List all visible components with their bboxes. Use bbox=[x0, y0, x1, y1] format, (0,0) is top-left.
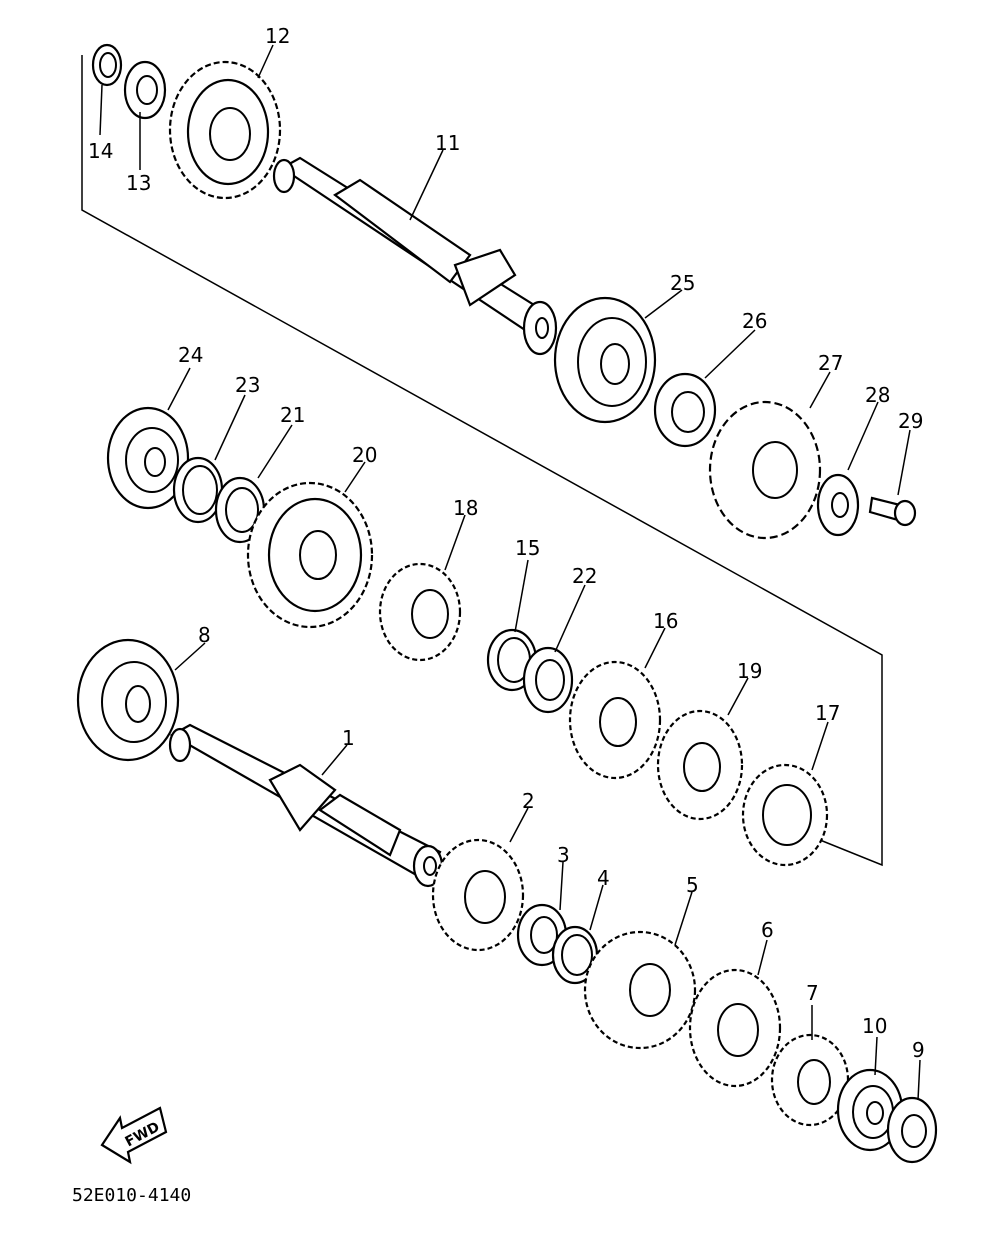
circlip-14 bbox=[91, 43, 123, 87]
callout-22: 22 bbox=[572, 564, 597, 588]
bearing-25 bbox=[553, 296, 657, 424]
circlip-4 bbox=[551, 925, 599, 985]
callout-9: 9 bbox=[912, 1038, 925, 1062]
callout-8: 8 bbox=[198, 623, 211, 647]
callout-25: 25 bbox=[670, 271, 695, 295]
callout-24: 24 bbox=[178, 343, 203, 367]
callout-18: 18 bbox=[453, 496, 478, 520]
callout-numbers: 12 14 13 11 25 26 27 28 29 24 23 21 20 1… bbox=[88, 24, 925, 1062]
callout-29: 29 bbox=[898, 409, 923, 433]
callout-16: 16 bbox=[653, 609, 678, 633]
callout-19: 19 bbox=[737, 659, 762, 683]
callout-13: 13 bbox=[126, 171, 151, 195]
lock-washer-28 bbox=[816, 473, 860, 537]
callout-27: 27 bbox=[818, 351, 843, 375]
gear-20 bbox=[246, 481, 374, 629]
group-frame-lines bbox=[81, 55, 883, 867]
leader-lines bbox=[99, 44, 921, 1101]
gear-7 bbox=[770, 1033, 850, 1127]
gear-16 bbox=[568, 660, 662, 780]
callout-10: 10 bbox=[862, 1014, 887, 1038]
callout-21: 21 bbox=[280, 403, 305, 427]
callout-20: 20 bbox=[352, 443, 377, 467]
main-axle-1 bbox=[168, 723, 444, 888]
callout-15: 15 bbox=[515, 536, 540, 560]
callout-23: 23 bbox=[235, 373, 260, 397]
washer-22 bbox=[522, 646, 574, 714]
callout-4: 4 bbox=[597, 866, 610, 890]
sprocket-27 bbox=[708, 400, 822, 540]
gear-5 bbox=[583, 930, 697, 1050]
bolt-29 bbox=[868, 496, 917, 527]
callout-1: 1 bbox=[342, 726, 355, 750]
callout-5: 5 bbox=[686, 873, 699, 897]
callout-12: 12 bbox=[265, 24, 290, 48]
gear-19 bbox=[656, 709, 744, 821]
callout-3: 3 bbox=[557, 843, 570, 867]
circlip-23 bbox=[172, 456, 224, 524]
gear-17 bbox=[741, 763, 829, 867]
gear-18 bbox=[378, 562, 462, 662]
drawing-code: 52E010-4140 bbox=[72, 1185, 191, 1206]
bearing-8 bbox=[76, 638, 180, 762]
callout-17: 17 bbox=[815, 701, 840, 725]
callout-6: 6 bbox=[761, 918, 774, 942]
gear-6 bbox=[688, 968, 782, 1088]
gear-2 bbox=[431, 838, 525, 952]
oil-seal-26 bbox=[653, 372, 717, 448]
gear-12 bbox=[168, 60, 282, 200]
callout-2: 2 bbox=[522, 789, 535, 813]
callout-28: 28 bbox=[865, 383, 890, 407]
bearing-24 bbox=[106, 406, 190, 510]
main-axle-11 bbox=[272, 156, 558, 356]
callout-11: 11 bbox=[435, 131, 460, 155]
callout-7: 7 bbox=[806, 981, 819, 1005]
fwd-arrow-icon: FWD bbox=[100, 1106, 168, 1165]
callout-14: 14 bbox=[88, 139, 113, 163]
oil-seal-9 bbox=[886, 1096, 938, 1164]
washer-13 bbox=[123, 60, 167, 120]
callout-26: 26 bbox=[742, 309, 767, 333]
